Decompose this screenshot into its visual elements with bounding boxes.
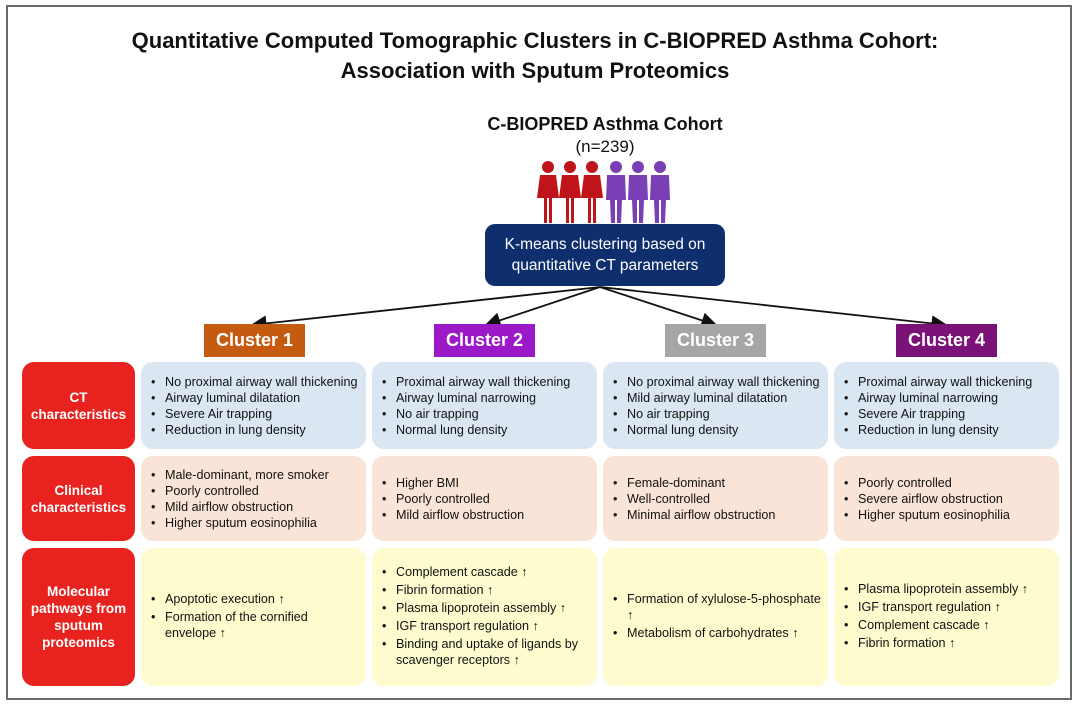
- list-item: No air trapping: [611, 406, 822, 422]
- cell-row-3-cluster-1: Apoptotic execution ↑ Formation of the co…: [141, 548, 366, 686]
- list-item: Metabolism of carbohydrates ↑: [611, 625, 822, 641]
- list-item: Complement cascade ↑: [842, 617, 1053, 633]
- list-item: Binding and uptake of ligands by scaveng…: [380, 636, 591, 668]
- list-item: Male-dominant, more smoker: [149, 467, 360, 483]
- list-item: Higher sputum eosinophilia: [842, 507, 1053, 523]
- list-item: Fibrin formation ↑: [380, 582, 591, 598]
- arrow-to-cluster-3: [599, 286, 718, 329]
- list-item: Poorly controlled: [842, 475, 1053, 491]
- method-line-1: K-means clustering based on: [504, 236, 706, 253]
- cell-row-1-cluster-1: No proximal airway wall thickeningAirway…: [141, 362, 366, 449]
- cell-row-2-cluster-2: Higher BMIPoorly controlledMild airflow …: [372, 456, 597, 541]
- male-person-icon: [628, 161, 648, 223]
- list-item: Minimal airflow obstruction: [611, 507, 822, 523]
- arrow-to-cluster-4: [599, 286, 948, 332]
- cell-row-3-cluster-3: Formation of xylulose-5-phosphate ↑ Metab…: [603, 548, 828, 686]
- list-item: Mild airflow obstruction: [380, 507, 591, 523]
- list-item: Severe airflow obstruction: [842, 491, 1053, 507]
- female-person-icon: [581, 161, 603, 223]
- list-item: Poorly controlled: [149, 483, 360, 499]
- list-item: No air trapping: [380, 406, 591, 422]
- cluster-2-label: Cluster 2: [434, 324, 535, 357]
- list-item: IGF transport regulation ↑: [842, 599, 1053, 615]
- list-item: Higher BMI: [380, 475, 591, 491]
- cell-row-1-cluster-4: Proximal airway wall thickeningAirway lu…: [834, 362, 1059, 449]
- cell-row-3-cluster-2: Complement cascade ↑ Fibrin formation ↑ Pl…: [372, 548, 597, 686]
- list-item: Airway luminal dilatation: [149, 390, 360, 406]
- list-item: Proximal airway wall thickening: [842, 374, 1053, 390]
- male-person-icon: [606, 161, 626, 223]
- list-item: Apoptotic execution ↑: [149, 591, 360, 607]
- list-item: Reduction in lung density: [842, 422, 1053, 438]
- list-item: Higher sputum eosinophilia: [149, 515, 360, 531]
- list-item: Proximal airway wall thickening: [380, 374, 591, 390]
- arrow-to-cluster-1: [250, 286, 601, 332]
- list-item: Mild airflow obstruction: [149, 499, 360, 515]
- cell-row-2-cluster-4: Poorly controlledSevere airflow obstruct…: [834, 456, 1059, 541]
- list-item: Poorly controlled: [380, 491, 591, 507]
- cluster-1-label: Cluster 1: [204, 324, 305, 357]
- method-line-2: quantitative CT parameters: [511, 257, 699, 274]
- list-item: No proximal airway wall thickening: [611, 374, 822, 390]
- list-item: Formation of the cornified envelope ↑: [149, 609, 360, 641]
- list-item: Airway luminal narrowing: [380, 390, 591, 406]
- cohort-size: (n=239): [575, 137, 635, 156]
- figure-title-line-1: Quantitative Computed Tomographic Cluste…: [131, 28, 939, 53]
- kmeans-method-box: K-means clustering based on quantitative…: [485, 224, 725, 286]
- cell-row-3-cluster-4: Plasma lipoprotein assembly ↑ IGF transpo…: [834, 548, 1059, 686]
- list-item: Plasma lipoprotein assembly ↑: [842, 581, 1053, 597]
- cell-row-2-cluster-1: Male-dominant, more smokerPoorly control…: [141, 456, 366, 541]
- cluster-4-label: Cluster 4: [896, 324, 997, 357]
- people-group-icon: [537, 161, 670, 223]
- list-item: Severe Air trapping: [149, 406, 360, 422]
- list-item: Reduction in lung density: [149, 422, 360, 438]
- list-item: Normal lung density: [380, 422, 591, 438]
- cell-row-1-cluster-2: Proximal airway wall thickeningAirway lu…: [372, 362, 597, 449]
- cell-row-1-cluster-3: No proximal airway wall thickeningMild a…: [603, 362, 828, 449]
- list-item: Female-dominant: [611, 475, 822, 491]
- arrow-to-cluster-2: [484, 286, 601, 329]
- female-person-icon: [559, 161, 581, 223]
- list-item: Airway luminal narrowing: [842, 390, 1053, 406]
- male-person-icon: [650, 161, 670, 223]
- list-item: Fibrin formation ↑: [842, 635, 1053, 651]
- list-item: Complement cascade ↑: [380, 564, 591, 580]
- list-item: Normal lung density: [611, 422, 822, 438]
- cohort-name: C-BIOPRED Asthma Cohort: [487, 114, 723, 134]
- list-item: IGF transport regulation ↑: [380, 618, 591, 634]
- list-item: Plasma lipoprotein assembly ↑: [380, 600, 591, 616]
- figure-frame: [6, 5, 1072, 700]
- figure-title-line-2: Association with Sputum Proteomics: [340, 58, 730, 83]
- list-item: Formation of xylulose-5-phosphate ↑: [611, 591, 822, 623]
- cluster-3-label: Cluster 3: [665, 324, 766, 357]
- list-item: Well-controlled: [611, 491, 822, 507]
- female-person-icon: [537, 161, 559, 223]
- cell-row-2-cluster-3: Female-dominantWell-controlledMinimal ai…: [603, 456, 828, 541]
- list-item: No proximal airway wall thickening: [149, 374, 360, 390]
- list-item: Severe Air trapping: [842, 406, 1053, 422]
- list-item: Mild airway luminal dilatation: [611, 390, 822, 406]
